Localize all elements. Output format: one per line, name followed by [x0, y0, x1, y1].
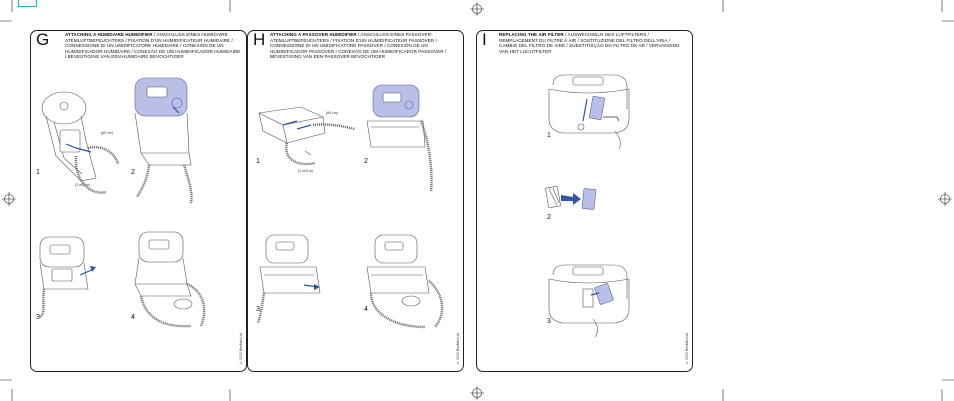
title-rest: / AUSWECHSELN DES LUFTFILTERS / REMPLACE… [499, 32, 680, 54]
registration-mark-left [2, 192, 16, 206]
illustration-h3 [256, 234, 321, 324]
panel-title: ATTACHING A HUMIDAIRE HUMIDIFIER / ANSCH… [65, 32, 243, 60]
illustration-i2 [545, 185, 597, 210]
hose-length-short: (60 cm) [101, 131, 113, 135]
step-number: 3 [36, 314, 40, 321]
title-rest: / ANSCHLUSS EINES HUMIDAIRE ATEMLUFTBEFE… [65, 32, 241, 59]
step-number: 4 [364, 306, 368, 313]
title-rest: / ANSCHLUSS EINES PASSOVER-ATEMLUFTBEFEU… [270, 32, 447, 59]
illustration-h1 [258, 106, 356, 166]
title-bold: ATTACHING A HUMIDAIRE HUMIDIFIER [65, 32, 153, 37]
step-number: 1 [547, 132, 551, 139]
panel-title: ATTACHING A PASSOVER HUMIDIFIER / ANSCHL… [270, 32, 460, 60]
registration-mark-top [470, 2, 484, 16]
hose-length-long: (2 m/3 m) [298, 169, 313, 173]
step-number: 2 [131, 169, 135, 176]
step-number: 3 [256, 306, 260, 313]
illustration-g2 [134, 77, 193, 204]
hose-length-long: (2 m/3 m) [75, 183, 90, 187]
panel-i: I REPLACING THE AIR FILTER / AUSWECHSELN… [476, 30, 693, 372]
registration-mark-right [938, 192, 952, 206]
step-number: 4 [131, 314, 135, 321]
step-number: 2 [364, 158, 368, 165]
illustration-g1 [41, 91, 120, 194]
illustration-g4 [134, 231, 206, 328]
illustration-i3 [548, 264, 630, 338]
illustration-g3 [39, 236, 96, 318]
step-number: 3 [547, 318, 551, 325]
step-number: 1 [256, 158, 260, 165]
illustration-h4 [366, 234, 444, 329]
panel-g: G ATTACHING A HUMIDAIRE HUMIDIFIER / ANS… [30, 30, 247, 372]
copyright: © 2005 ResMed Ltd [456, 333, 460, 365]
registration-mark-bottom [470, 386, 484, 400]
copyright: © 2005 ResMed Ltd [239, 333, 243, 365]
registration-swatch [18, 0, 37, 7]
copyright: © 2005 ResMed Ltd [685, 333, 689, 365]
panel-letter: G [36, 30, 50, 49]
panel-title: REPLACING THE AIR FILTER / AUSWECHSELN D… [499, 32, 689, 54]
panel-letter: H [253, 30, 266, 49]
hose-length-short: (60 cm) [326, 111, 338, 115]
panel-letter: I [482, 30, 487, 49]
illustration-h2 [366, 84, 433, 192]
title-bold: ATTACHING A PASSOVER HUMIDIFIER [270, 32, 357, 37]
step-number: 2 [547, 214, 551, 221]
title-bold: REPLACING THE AIR FILTER [499, 32, 564, 37]
step-number: 1 [36, 169, 40, 176]
illustration-i1 [548, 74, 630, 150]
panel-h: H ATTACHING A PASSOVER HUMIDIFIER / ANSC… [247, 30, 464, 372]
